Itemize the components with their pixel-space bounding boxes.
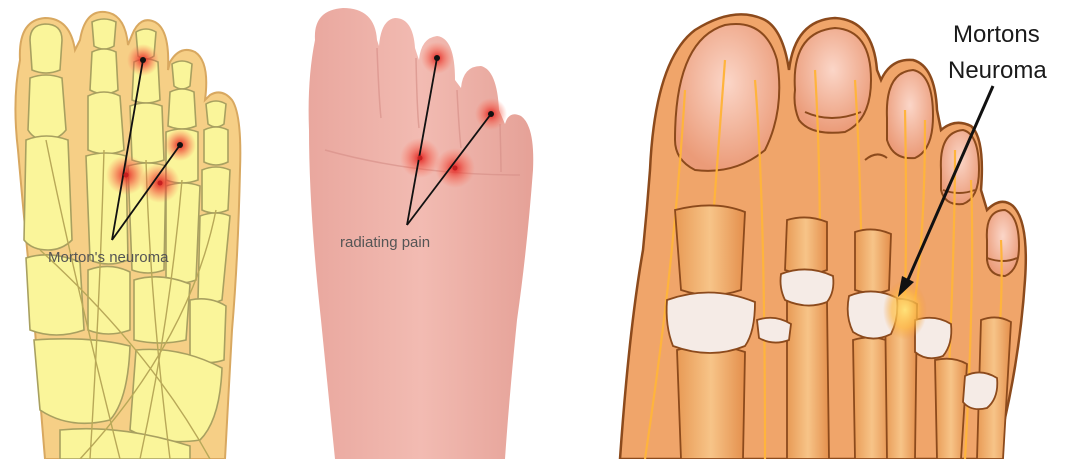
sole-foot-illustration: radiating pain <box>295 0 545 459</box>
mortons-neuroma-label: Morton's neuroma <box>48 249 169 266</box>
leader-dot <box>488 111 494 117</box>
leader-dot <box>140 57 146 63</box>
skeleton-foot-panel: Morton's neuroma <box>0 0 300 459</box>
anatomy-foot-panel: Mortons Neuroma <box>615 0 1067 459</box>
radiating-pain-label: radiating pain <box>340 234 430 251</box>
leader-dot <box>418 156 423 161</box>
leader-dot <box>158 181 163 186</box>
skeleton-foot-illustration: Morton's neuroma <box>0 0 300 459</box>
leader-dot <box>453 166 458 171</box>
leader-dot <box>124 173 129 178</box>
anatomy-foot-illustration: Mortons Neuroma <box>615 0 1067 459</box>
neuroma-label-line2: Neuroma <box>948 57 1047 84</box>
leader-dot <box>434 55 440 61</box>
neuroma-label-line1: Mortons <box>953 21 1040 48</box>
leader-dot <box>177 142 183 148</box>
sole-foot-panel: radiating pain <box>295 0 545 459</box>
